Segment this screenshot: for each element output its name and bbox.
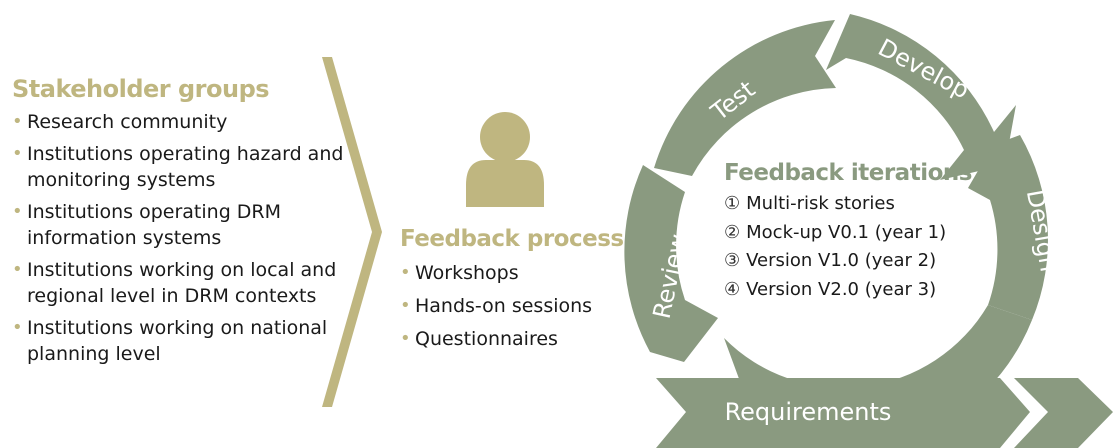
list-item: Questionnaires [400, 326, 640, 352]
requirements-label: Requirements [725, 398, 892, 426]
stakeholder-list: Research community Institutions operatin… [12, 109, 362, 367]
step-text: Multi-risk stories [746, 193, 895, 214]
feedback-process-title: Feedback process [400, 226, 624, 252]
list-item: Workshops [400, 260, 640, 286]
step-number: ① [724, 193, 741, 214]
list-item: Institutions working on national plannin… [12, 315, 362, 367]
step-number: ② [724, 221, 741, 243]
cycle-segment-develop [826, 14, 1016, 180]
feedback-process: Feedback process Workshops Hands-on sess… [400, 226, 640, 359]
step-number: ③ [724, 250, 741, 271]
step-number: ④ [724, 278, 741, 300]
list-item: Hands-on sessions [400, 293, 640, 319]
stakeholder-groups-title: Stakeholder groups [12, 75, 270, 103]
list-item: Institutions operating hazard and monito… [12, 141, 362, 193]
step-text: Mock-up V0.1 (year 1) [746, 221, 947, 243]
person-icon [466, 112, 544, 207]
list-item: Institutions working on local and region… [12, 257, 362, 309]
cycle-segment-design [968, 135, 1048, 320]
feedback-process-list: Workshops Hands-on sessions Questionnair… [400, 260, 640, 352]
feedback-cycle [624, 14, 1113, 448]
stakeholder-groups: Stakeholder groups Research community In… [12, 75, 362, 373]
step-text: Version V2.0 (year 3) [746, 278, 937, 300]
list-item: Institutions operating DRM information s… [12, 199, 362, 251]
requirements-arrow [656, 378, 1030, 448]
step-text: Version V1.0 (year 2) [746, 250, 937, 271]
cycle-segment-review [624, 165, 718, 362]
requirements-arrow-tail [1014, 378, 1113, 448]
feedback-iterations-title: Feedback iterations [724, 160, 972, 186]
cycle-segment-test [654, 20, 836, 176]
list-item: Research community [12, 109, 362, 135]
